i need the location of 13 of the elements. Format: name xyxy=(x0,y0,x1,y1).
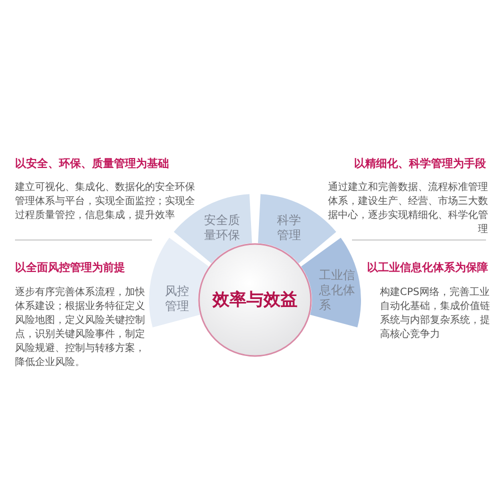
hub-label: 效率与效益 xyxy=(211,289,298,311)
section-text: 通过建立和完善数据、流程标准管理体系，建设生产、经营、市场三大数据中心，逐步实现精细化、科学化管理 xyxy=(327,181,488,237)
section-heading: 以精细化、科学管理为手段 xyxy=(353,157,486,171)
section-heading: 以工业信息化体系为保障 xyxy=(367,261,489,275)
segment-label: 风控管理 xyxy=(165,284,190,314)
section-heading: 以安全、环保、质量管理为基础 xyxy=(15,157,170,171)
section-heading: 以全面风控管理为前提 xyxy=(15,261,126,275)
section-text: 逐步有序完善体系流程，加快体系建设；根据业务特征定义风险地图，定义风险关键控制点，识别关键风险事件，制定风险规避、控制与转移方案，降低企业风险。 xyxy=(15,286,146,370)
segment-label: 科学管理 xyxy=(277,213,302,243)
segment-label: 安全质量环保 xyxy=(204,213,241,243)
section-text: 构建CPS网络，完善工业自动化基础，集成价值链系统与内部复杂系统，提高核心竞争力 xyxy=(380,286,490,342)
section-text: 建立可视化、集成化、数据化的安全环保管理体系与平台，实现全面监控；实现全过程质量管控，信息集成，提升效率 xyxy=(15,181,196,223)
segment-label: 工业信息化体系 xyxy=(319,268,356,313)
